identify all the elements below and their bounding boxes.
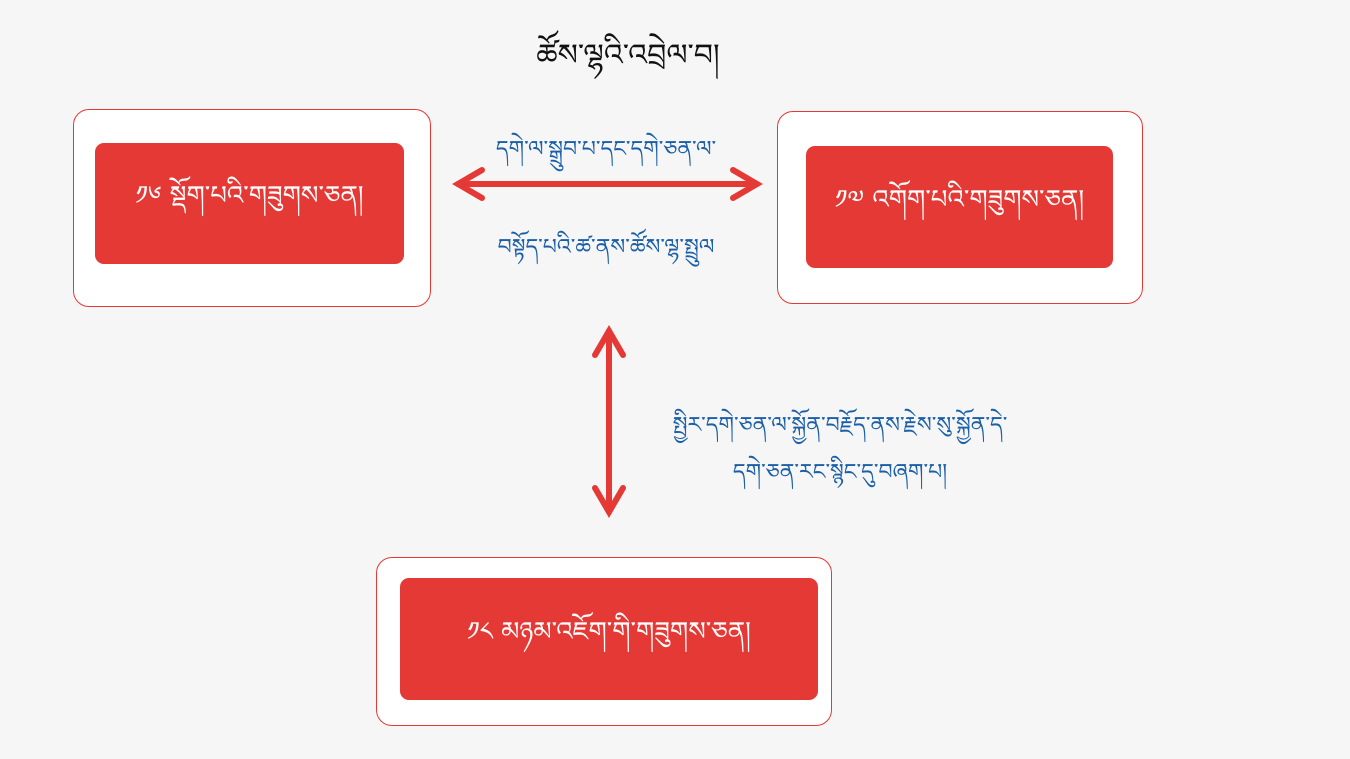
vertical-double-arrow: [592, 325, 626, 518]
edge-label-vertical-2: དགེ་ཅན་རང་སྙིང་དུ་བཞག་པ།: [732, 460, 948, 485]
edge-label-vertical-1: སྤྱིར་དགེ་ཅན་ལ་སྐྱོན་བརྗོད་ནས་རྗེས་སུ་སྐ…: [672, 413, 1008, 438]
edge-label-top: དགེ་ལ་སྒྲུབ་པ་དང་དགེ་ཅན་ལ་: [495, 137, 717, 162]
horizontal-double-arrow: [452, 167, 763, 201]
edge-label-bottom: བསྟོད་པའི་ཚ་ནས་ཚོས་ལྷ་སྤྲུལ: [497, 235, 715, 260]
node-17: ༡༧ འགོག་པའི་གཟུགས་ཅན།: [806, 146, 1113, 268]
diagram-title: ཚོས་ལྷའི་འབྲེལ་བ།: [536, 38, 720, 73]
node-16: ༡༦ སྡོག་པའི་གཟུགས་ཅན།: [95, 143, 404, 264]
node-18: ༡༨ མཉམ་འཇོག་གི་གཟུགས་ཅན།: [400, 578, 818, 700]
